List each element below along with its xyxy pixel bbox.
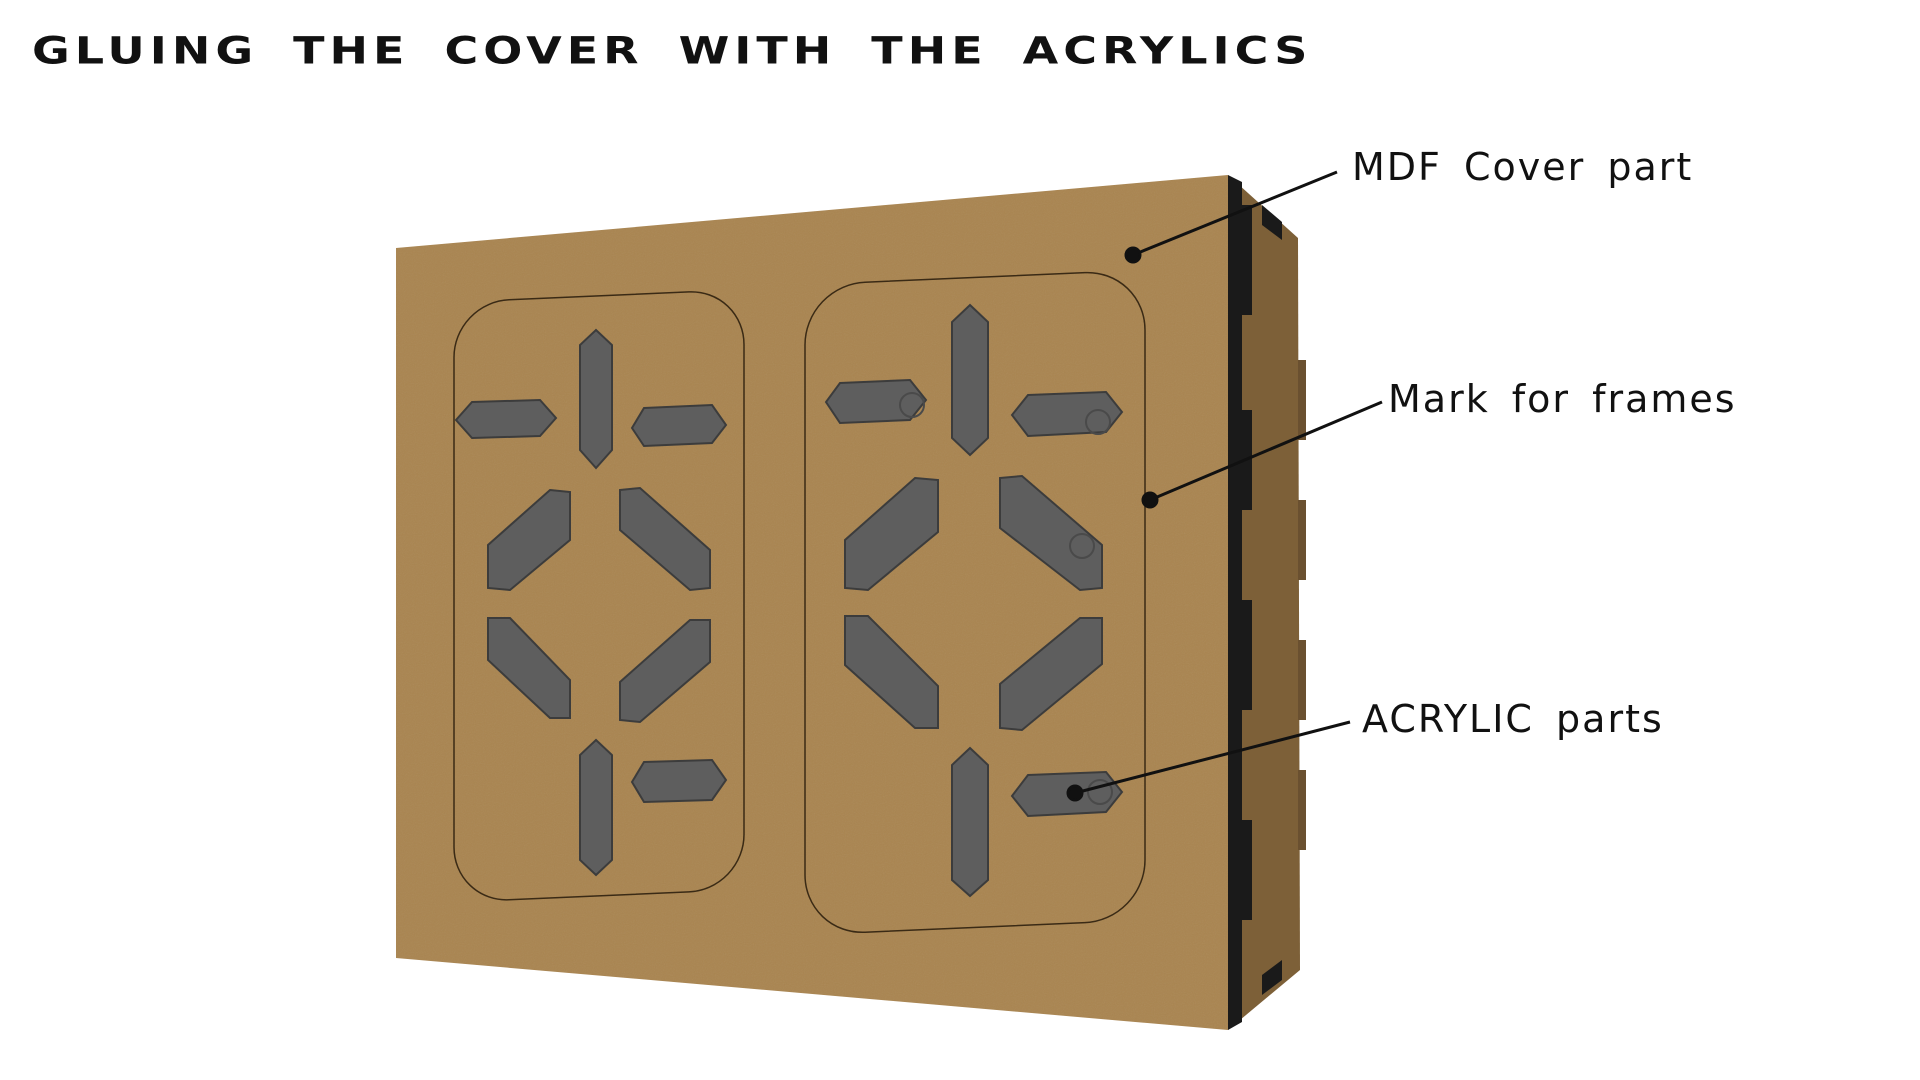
mdf-leader-line xyxy=(1132,170,1338,257)
frame-marks xyxy=(453,271,1146,934)
leader-lines xyxy=(1066,170,1383,802)
mdf-cover-label: MDF Cover part xyxy=(1352,145,1694,189)
frame-mark-label: Mark for frames xyxy=(1388,377,1737,421)
acrylic-parts-label: ACRYLIC parts xyxy=(1362,697,1664,741)
mark-leader-dot xyxy=(1141,491,1159,509)
mark-leader-line xyxy=(1149,400,1383,502)
acrylic-leader-line xyxy=(1074,720,1351,795)
right-acrylic-digit xyxy=(824,303,1124,898)
box-side-panel xyxy=(1228,175,1306,1030)
acrylic-leader-dot xyxy=(1066,784,1084,802)
page-title: GLUING THE COVER WITH THE ACRYLICS xyxy=(32,28,1313,73)
left-acrylic-digit xyxy=(454,328,728,877)
mdf-leader-dot xyxy=(1124,246,1142,264)
